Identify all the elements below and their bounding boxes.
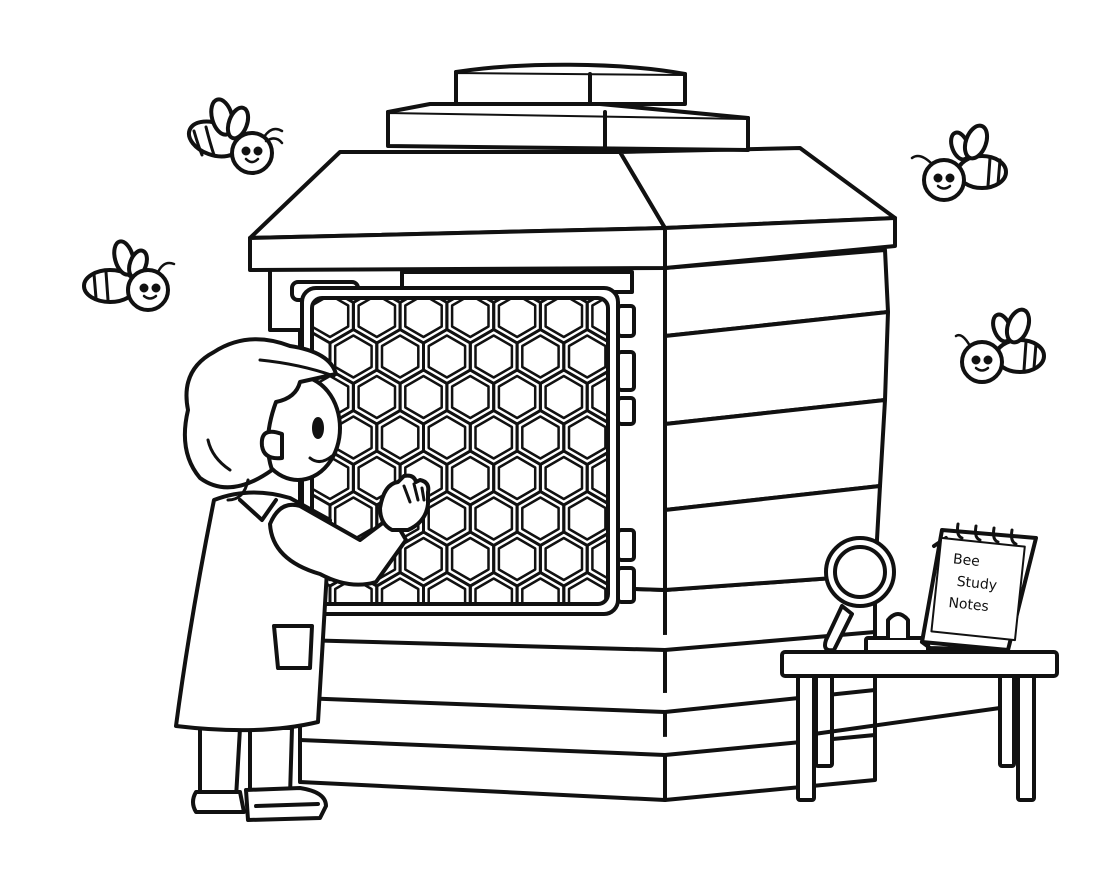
bee-top-right <box>910 123 1008 202</box>
right-leg <box>248 726 294 798</box>
eye <box>312 417 324 439</box>
honeycomb-cell-inner <box>497 536 537 582</box>
honeycomb-cell-inner <box>450 455 490 501</box>
notepad-line-1: Bee <box>952 551 980 570</box>
honeycomb-cell-inner <box>567 496 606 541</box>
honeycomb-cell <box>468 571 519 602</box>
honeycomb-cell-inner <box>591 458 606 498</box>
honeycomb-cell <box>375 571 425 602</box>
honeycomb-cell-inner <box>544 536 584 582</box>
honeycomb-cell-inner <box>544 300 584 339</box>
honeycomb-cell-inner <box>474 577 514 602</box>
honeycomb-cell-inner <box>474 334 514 379</box>
honeycomb-cell-inner <box>567 577 606 602</box>
bee-mid-right <box>954 307 1046 384</box>
study-notepad <box>920 522 1038 652</box>
honeycomb-cell-inner <box>404 374 443 420</box>
mouth <box>308 454 334 463</box>
honeycomb-cell-inner <box>591 539 606 579</box>
notepad-text: Bee Study Notes <box>948 551 998 615</box>
honeycomb-cell-inner <box>497 455 537 501</box>
bee-mid-left <box>82 239 176 312</box>
hive-roof <box>248 146 897 272</box>
coat-pocket <box>272 624 314 670</box>
child-scientist <box>174 337 431 822</box>
honeycomb-cell-inner <box>591 300 606 336</box>
honeycomb-cell-inner <box>521 577 560 602</box>
honeycomb-cell <box>422 571 472 602</box>
honeycomb-cell-inner <box>521 334 560 379</box>
honeycomb-cell-inner <box>591 377 606 417</box>
honeycomb-cell-inner <box>380 577 420 602</box>
honeycomb-cell-inner <box>450 374 490 420</box>
honeycomb-cell-inner <box>497 300 537 339</box>
honeycomb-cell-inner <box>427 577 467 602</box>
honeycomb-cell-inner <box>474 415 514 460</box>
honeycomb-cell-inner <box>427 334 467 379</box>
bee-top-left <box>186 97 284 175</box>
honeycomb-cell-inner <box>380 334 420 379</box>
honeycomb-cell <box>562 571 606 602</box>
honeycomb-cell-inner <box>357 300 397 339</box>
left-shoe <box>191 790 246 814</box>
frame-tabs <box>616 304 636 604</box>
honeycomb-cell-inner <box>404 536 443 582</box>
honeycomb-cell-inner <box>474 496 514 541</box>
notepad-line-2: Study <box>956 574 998 594</box>
honeycomb-cell-inner <box>314 300 350 339</box>
honeycomb-cell-inner <box>544 374 584 420</box>
magnifying-glass-icon <box>823 536 896 653</box>
honeycomb-cell-inner <box>567 415 606 460</box>
honeycomb-cell-inner <box>404 300 443 339</box>
ear <box>259 429 284 461</box>
honeycomb-cell-inner <box>544 455 584 501</box>
tabletop <box>780 650 1059 678</box>
hair <box>182 337 338 490</box>
arm <box>268 502 408 587</box>
honeycomb-cell-inner <box>521 415 560 460</box>
honeycomb-cell-inner <box>450 300 490 339</box>
hive-roof-caps <box>386 62 750 152</box>
honeycomb-cell-inner <box>521 496 560 541</box>
honeycomb-cell-inner <box>427 415 467 460</box>
spiral-binding <box>956 522 1018 546</box>
honeycomb-cell-inner <box>380 415 420 460</box>
honeycomb-cell-inner <box>497 374 537 420</box>
honeycomb-cell-inner <box>450 536 490 582</box>
honeycomb-cell-inner <box>357 374 397 420</box>
honeycomb-cell-inner <box>567 334 606 379</box>
honeycomb-cell-inner <box>427 496 467 541</box>
notepad-line-3: Notes <box>948 595 990 615</box>
left-leg <box>198 726 242 800</box>
honeycomb-cell <box>515 571 566 602</box>
